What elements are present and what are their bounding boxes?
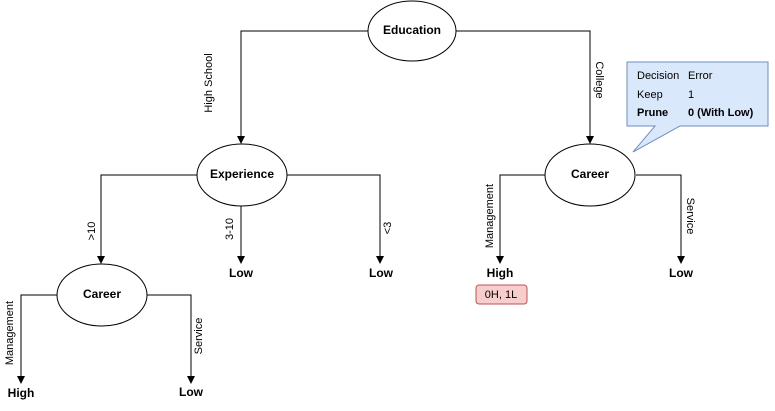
edge-career-left-to-high bbox=[17, 294, 57, 384]
node-experience: Experience bbox=[196, 143, 288, 207]
tooltip-callout: Decision Error Keep 1 Prune 0 (With Low) bbox=[626, 61, 769, 153]
tooltip-row-prune-label: Prune bbox=[637, 107, 668, 119]
edge-label-high-school: High School bbox=[203, 53, 215, 112]
edge-experience-to-career-left bbox=[97, 174, 197, 264]
edge-label-service-right: Service bbox=[684, 198, 696, 235]
edge-career-right-to-high bbox=[496, 174, 545, 264]
node-education-label: Education bbox=[383, 23, 441, 37]
leaf-high-left: High bbox=[8, 386, 35, 400]
edge-career-right-to-low bbox=[636, 174, 685, 264]
edge-label-3-10: 3-10 bbox=[224, 218, 236, 240]
edge-experience-to-low-lt3 bbox=[287, 174, 384, 264]
node-career-left: Career bbox=[56, 263, 148, 327]
tooltip-row-keep-label: Keep bbox=[637, 89, 663, 101]
leaf-low-lt3: Low bbox=[369, 266, 394, 280]
leaf-low-3-10: Low bbox=[229, 266, 254, 280]
edge-label-service-left: Service bbox=[193, 318, 205, 355]
node-career-right-label: Career bbox=[571, 167, 609, 181]
node-experience-label: Experience bbox=[210, 167, 274, 181]
edge-label-gt10: >10 bbox=[86, 222, 98, 241]
tooltip-row-keep-value: 1 bbox=[688, 89, 694, 101]
edge-label-college: College bbox=[593, 61, 605, 98]
leaf-high-right: High bbox=[487, 266, 514, 280]
tooltip-header-decision: Decision bbox=[637, 70, 679, 82]
edge-label-management-left: Management bbox=[4, 301, 16, 365]
leaf-low-right: Low bbox=[669, 266, 694, 280]
count-badge: 0H, 1L bbox=[475, 284, 528, 305]
node-career-right: Career bbox=[544, 143, 636, 207]
tooltip-header-error: Error bbox=[688, 70, 713, 82]
node-career-left-label: Career bbox=[83, 287, 121, 301]
edges bbox=[17, 30, 685, 384]
edge-career-left-to-low bbox=[147, 294, 195, 384]
edge-education-to-career-right bbox=[456, 30, 594, 144]
leaf-low-left: Low bbox=[179, 385, 204, 399]
node-education: Education bbox=[367, 0, 457, 62]
edge-label-management-right: Management bbox=[484, 184, 496, 248]
tooltip-row-prune-value: 0 (With Low) bbox=[688, 107, 754, 119]
edge-education-to-experience bbox=[237, 30, 368, 144]
count-badge-text: 0H, 1L bbox=[485, 289, 517, 301]
edge-label-lt3: <3 bbox=[382, 222, 394, 235]
